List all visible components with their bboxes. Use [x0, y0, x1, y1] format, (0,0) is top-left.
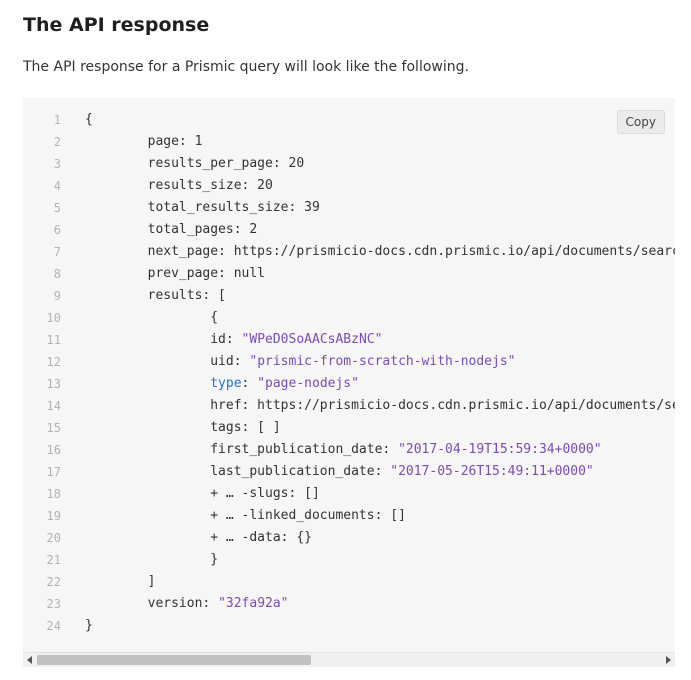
- intro-text: The API response for a Prismic query wil…: [23, 59, 469, 75]
- line-number: 19: [46, 509, 61, 523]
- code-text: + … -data: {}: [85, 530, 312, 545]
- code-text: type: "page-nodejs": [210, 376, 359, 391]
- code-line: 13 type: "page-nodejs": [23, 373, 359, 395]
- line-number: 21: [46, 553, 61, 567]
- code-line: 18 + … -slugs: []: [23, 483, 320, 505]
- line-number: 20: [46, 531, 61, 545]
- code-text: }: [85, 618, 93, 633]
- code-line: 20 + … -data: {}: [23, 527, 312, 549]
- code-text: + … -linked_documents: []: [85, 508, 406, 523]
- code-text: total_results_size: 39: [85, 200, 320, 215]
- code-text: results_per_page: 20: [85, 156, 305, 171]
- code-text: page: 1: [85, 134, 203, 149]
- line-number: 23: [46, 597, 61, 611]
- code-line: 24}: [23, 615, 93, 637]
- line-number: 9: [53, 289, 61, 303]
- scroll-left-icon[interactable]: [27, 656, 32, 664]
- code-line: 4 results_size: 20: [23, 175, 273, 197]
- code-line: 10 {: [23, 307, 219, 329]
- line-number: 12: [46, 355, 61, 369]
- code-line: 22 ]: [23, 571, 156, 593]
- line-number: 24: [46, 619, 61, 633]
- code-line: 12 uid: "prismic-from-scratch-with-nodej…: [23, 351, 516, 373]
- code-line: 7 next_page: https://prismicio-docs.cdn.…: [23, 241, 675, 263]
- line-number: 2: [53, 135, 61, 149]
- line-number: 3: [53, 157, 61, 171]
- line-number: 18: [46, 487, 61, 501]
- code-line: 14 href: https://prismicio-docs.cdn.pris…: [23, 395, 675, 417]
- code-line: 3 results_per_page: 20: [23, 153, 304, 175]
- line-number: 8: [53, 267, 61, 281]
- scroll-right-icon[interactable]: [666, 656, 671, 664]
- code-text: {: [85, 310, 219, 325]
- code-text: id: "WPeD0SoAACsABzNC": [85, 332, 383, 347]
- code-line: 11 id: "WPeD0SoAACsABzNC": [23, 329, 383, 351]
- code-text: uid: "prismic-from-scratch-with-nodejs": [85, 354, 516, 369]
- code-text: version: "32fa92a": [85, 596, 289, 611]
- line-number: 1: [53, 113, 61, 127]
- code-line: 2 page: 1: [23, 131, 203, 153]
- line-number: 16: [46, 443, 61, 457]
- code-text: last_publication_date: "2017-05-26T15:49…: [85, 464, 594, 479]
- code-line: 5 total_results_size: 39: [23, 197, 320, 219]
- copy-button[interactable]: Copy: [616, 110, 665, 134]
- code-text: results_size: 20: [85, 178, 273, 193]
- code-line: 23 version: "32fa92a": [23, 593, 289, 615]
- line-number: 13: [46, 377, 61, 391]
- line-number: 7: [53, 245, 61, 259]
- code-text: + … -slugs: []: [85, 486, 320, 501]
- code-text: results: [: [85, 288, 226, 303]
- code-text: }: [85, 552, 219, 567]
- line-number: 14: [46, 399, 61, 413]
- line-number: 15: [46, 421, 61, 435]
- code-text: {: [85, 112, 93, 127]
- code-text: prev_page: null: [85, 266, 266, 281]
- scrollbar-thumb[interactable]: [37, 655, 311, 665]
- line-number: 10: [46, 311, 61, 325]
- horizontal-scrollbar[interactable]: [23, 652, 675, 667]
- code-line: 6 total_pages: 2: [23, 219, 257, 241]
- code-line: 17 last_publication_date: "2017-05-26T15…: [23, 461, 594, 483]
- code-line: 1{: [23, 109, 93, 131]
- code-text: href: https://prismicio-docs.cdn.prismic…: [85, 398, 675, 413]
- line-number: 4: [53, 179, 61, 193]
- code-line: 16 first_publication_date: "2017-04-19T1…: [23, 439, 602, 461]
- code-text: total_pages: 2: [85, 222, 258, 237]
- code-text: tags: [ ]: [85, 420, 281, 435]
- code-line: 15 tags: [ ]: [23, 417, 281, 439]
- section-title: The API response: [23, 14, 210, 36]
- code-line: 9 results: [: [23, 285, 226, 307]
- code-line: 19 + … -linked_documents: []: [23, 505, 406, 527]
- code-line: 8 prev_page: null: [23, 263, 265, 285]
- code-text: next_page: https://prismicio-docs.cdn.pr…: [85, 244, 675, 259]
- line-number: 22: [46, 575, 61, 589]
- line-number: 17: [46, 465, 61, 479]
- code-line: 21 }: [23, 549, 219, 571]
- line-number: 11: [46, 333, 61, 347]
- code-text: ]: [85, 574, 156, 589]
- line-number: 5: [53, 201, 61, 215]
- line-number: 6: [53, 223, 61, 237]
- code-text: first_publication_date: "2017-04-19T15:5…: [85, 442, 602, 457]
